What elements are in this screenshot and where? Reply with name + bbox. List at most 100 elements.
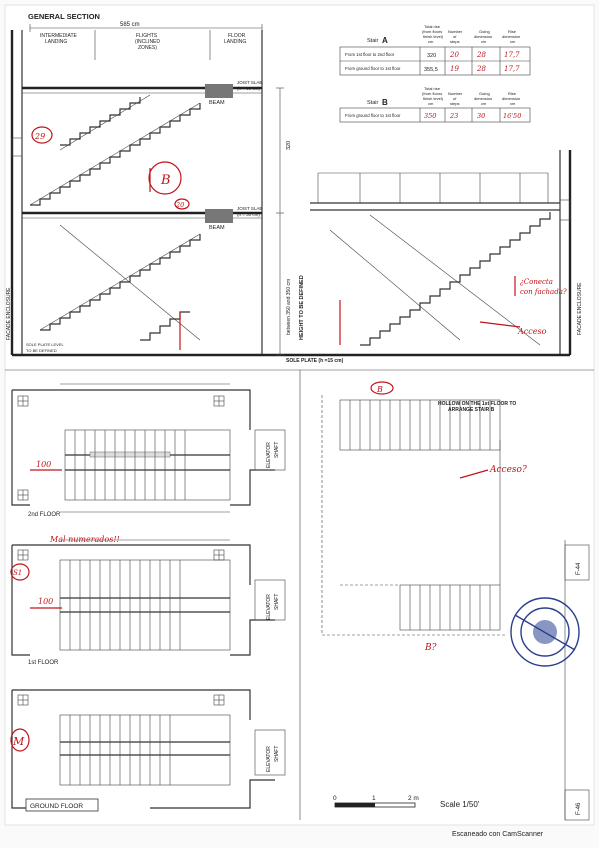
- flight-2-soffit: [59, 94, 151, 151]
- hollow-note: HOLLOW ON THE 1st FLOOR TO: [438, 401, 516, 407]
- table-b-grid: [339, 107, 531, 123]
- gf-top-wall: [12, 689, 251, 720]
- table-b-row1-total: 350: [424, 112, 436, 120]
- table-a-row2-rise: 17,7: [504, 65, 520, 73]
- table-a-row1-total: 320: [427, 53, 436, 59]
- note-s1: S1: [13, 569, 22, 577]
- note-m: M: [12, 735, 25, 748]
- flights-label: FLIGHTS: [136, 33, 158, 39]
- note-29: 29: [34, 132, 45, 141]
- intermediate-landing-label-2: LANDING: [45, 39, 67, 45]
- table-a-h3-1: Going: [479, 29, 490, 34]
- beam-lower: [205, 209, 233, 223]
- stairB-soffit-2: [369, 214, 541, 346]
- gf-left-wall: [11, 690, 30, 809]
- joist-slab-label-lower: JOIST SLAB: [237, 206, 262, 211]
- table-a-row2-going: 28: [476, 65, 486, 73]
- joist-slab-label-upper: JOIST SLAB: [237, 80, 262, 85]
- note-29-circle: [31, 126, 53, 144]
- note-mal-numerados: Mal numerados!!: [49, 535, 120, 544]
- table-a-h1-2: (from floors: [422, 29, 442, 34]
- note-access-arrow: [479, 321, 521, 328]
- gf-bottom-right-wall: [150, 779, 275, 809]
- table-b-h4-1: Rise: [508, 91, 517, 96]
- flight-3-soffit: [39, 233, 201, 331]
- stamp-inner-ring: [520, 607, 570, 657]
- note-20-circle: [174, 198, 190, 210]
- gf-elevator-label: ELEVATOR: [266, 746, 272, 772]
- floor-landing-label: FLOOR: [228, 33, 246, 39]
- 1f-top-wall: [12, 544, 251, 585]
- beam-upper: [205, 84, 233, 98]
- facade-enclosure-left: FACADE ENCLOSURE: [6, 287, 12, 340]
- flight-1-soffit: [29, 102, 201, 206]
- stairB-flight: [360, 212, 551, 346]
- table-b-h1-1: Total rise: [424, 86, 441, 91]
- note-b-circle: [148, 161, 182, 195]
- right-wall-opening: [559, 199, 571, 221]
- sole-plate-level-label-2: TO BE DEFINED: [26, 348, 57, 353]
- gf-treads: [69, 715, 171, 785]
- margin-code-bottom: F-46: [576, 802, 582, 815]
- table-a-row2-label: From ground floor to 1st floor: [345, 66, 401, 71]
- note-s1-circle: [10, 563, 30, 581]
- table-a-title: Stair: [367, 38, 378, 44]
- 1f-elevator-label-2: SHAFT: [274, 594, 280, 610]
- joist-slab-h-upper: (h = 30 cm): [237, 86, 260, 91]
- table-a-row1-rise: 17,7: [504, 51, 520, 59]
- gf-elevator: [254, 729, 286, 776]
- table-a-h1-4: cm: [428, 39, 434, 44]
- note-access-right-arrow: [459, 469, 489, 479]
- table-a-h4-3: cm: [510, 39, 516, 44]
- note-connect-2: con fachada?: [520, 288, 567, 296]
- table-b-letter: B: [382, 98, 388, 107]
- table-a-h1-1: Total rise: [424, 24, 441, 29]
- note-20: 20: [175, 201, 184, 209]
- height-between-label: between 350 and 350 cm: [286, 279, 292, 335]
- sole-plate-level-label: SOLE PLATE LEVEL: [26, 342, 64, 347]
- height-320: 320: [286, 141, 292, 150]
- table-a-h2-3: steps: [450, 39, 460, 44]
- table-stair-b: Stair B Total rise (from floors finish l…: [339, 86, 531, 123]
- handwritten-annotations: 29 B 20 ¿Conecta con fachada? Acceso 100…: [10, 126, 567, 752]
- width-dimension: 585 cm: [120, 22, 140, 28]
- table-b-h2-1: Number: [448, 91, 463, 96]
- table-a-h4-1: Rise: [508, 29, 517, 34]
- scale-tick-1: 1: [372, 795, 376, 802]
- floor-landing-label-2: LANDING: [224, 39, 246, 45]
- flights-label-2: (INCLINED: [135, 39, 160, 45]
- table-b-row1-label: From ground floor to 1st floor: [345, 113, 401, 118]
- flight-4-soffit: [59, 224, 201, 341]
- 1f-elevator: [254, 579, 286, 621]
- scale-bar-fill: [335, 803, 375, 807]
- flights-label-3: ZONES): [138, 45, 157, 51]
- table-b-h3-3: cm: [481, 101, 487, 106]
- note-m-circle: [10, 728, 30, 752]
- margin-code-top: F-44: [576, 562, 582, 575]
- table-a-h3-2: dimension: [474, 34, 492, 39]
- table-a-row1-label: From 1st floor to 2nd floor: [345, 52, 395, 57]
- wall-opening: [11, 137, 23, 157]
- table-a-h3-3: cm: [481, 39, 487, 44]
- table-b-h1-2: (from floors: [422, 91, 442, 96]
- note-b-lower: B?: [424, 643, 437, 653]
- table-a-h2-2: of: [453, 34, 457, 39]
- 2f-stair-outline: [64, 429, 231, 501]
- 1f-left-wall: [11, 545, 30, 656]
- plan-first-floor: ELEVATOR SHAFT 1st FLOOR: [11, 539, 286, 666]
- table-a-h1-3: finish level): [423, 34, 444, 39]
- 2f-left-wall: [11, 390, 30, 506]
- margin-box-top: [564, 544, 590, 581]
- note-b-label-circle: [370, 381, 394, 395]
- table-a-h2-1: Number: [448, 29, 463, 34]
- plan-second-floor: ELEVATOR SHAFT 2nd FLOOR: [11, 383, 286, 518]
- stairB-soffit-1: [329, 229, 461, 341]
- 2f-treads: [74, 430, 186, 500]
- table-b-h3-2: dimension: [474, 96, 492, 101]
- hollow-outline: [321, 395, 505, 636]
- section-title: GENERAL SECTION: [28, 12, 100, 21]
- scale-tick-0: 0: [333, 795, 337, 802]
- hollow-treads-bottom: [409, 585, 491, 630]
- stamp-band: [514, 614, 576, 651]
- official-stamp: [510, 597, 580, 667]
